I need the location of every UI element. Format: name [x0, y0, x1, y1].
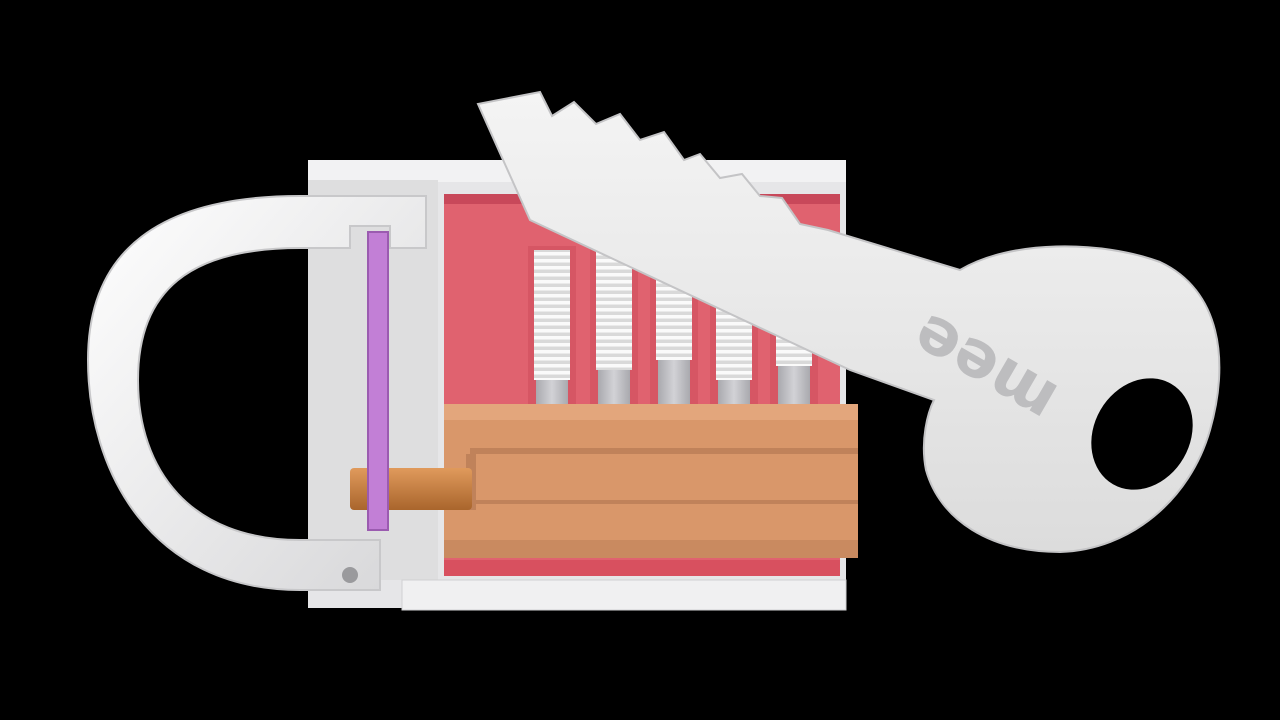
spring — [534, 250, 570, 380]
spring — [596, 250, 632, 370]
latch-bar — [367, 231, 389, 531]
plug-cylinder — [444, 404, 858, 558]
key-hole — [1091, 378, 1193, 490]
shackle — [86, 195, 427, 591]
key: mee — [476, 90, 1221, 554]
driver-pin — [658, 360, 690, 412]
